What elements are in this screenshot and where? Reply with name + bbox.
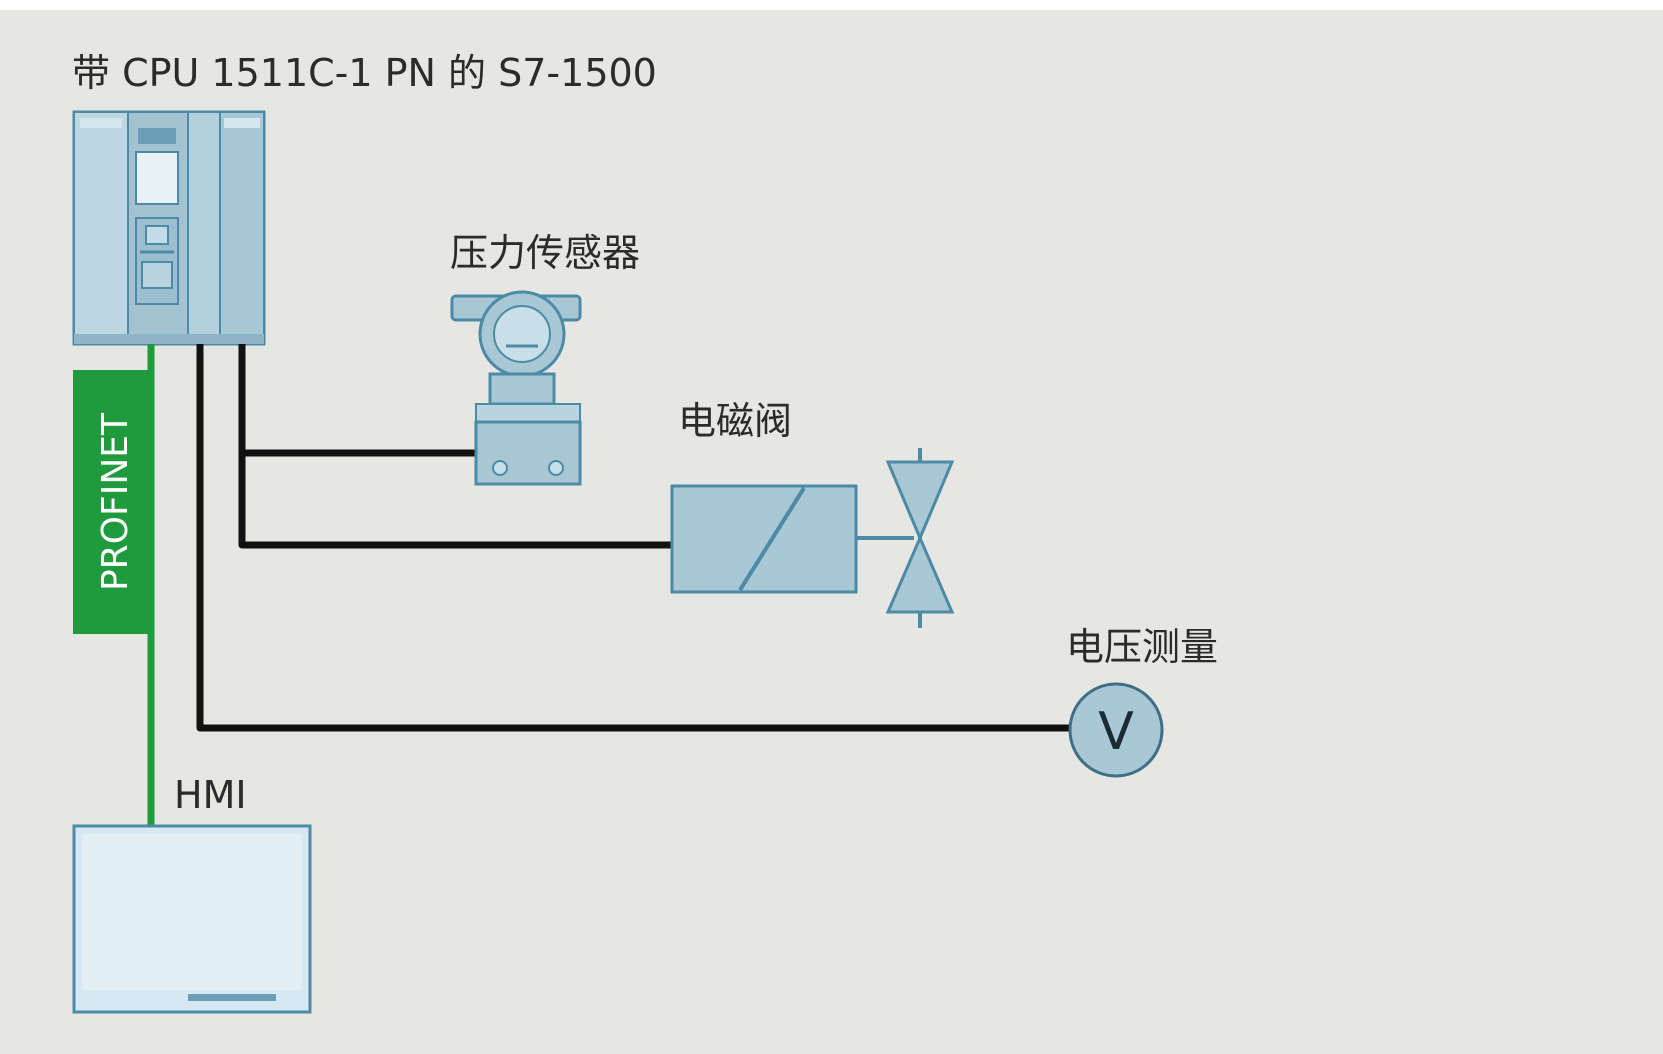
hmi-label: HMI [174,773,247,817]
pressure-sensor-icon [450,290,582,486]
profinet-badge [73,370,151,634]
plc-s7-1500 [72,110,266,346]
voltmeter-symbol: V [1098,702,1134,762]
solenoid-valve-label: 电磁阀 [678,399,792,443]
solenoid-valve-icon [670,448,955,628]
plc-title: 带 CPU 1511C-1 PN 的 S7-1500 [72,51,657,95]
profinet-label: PROFINET [95,412,136,591]
voltmeter-icon: V [1068,682,1164,778]
hmi-panel-icon [72,824,312,1014]
wire-pressure-sensor [238,344,475,457]
wire-voltage-measurement [196,344,1070,732]
pressure-sensor-label: 压力传感器 [450,231,640,275]
voltage-measurement-label: 电压测量 [1066,625,1218,669]
wire-solenoid-valve [238,453,672,549]
